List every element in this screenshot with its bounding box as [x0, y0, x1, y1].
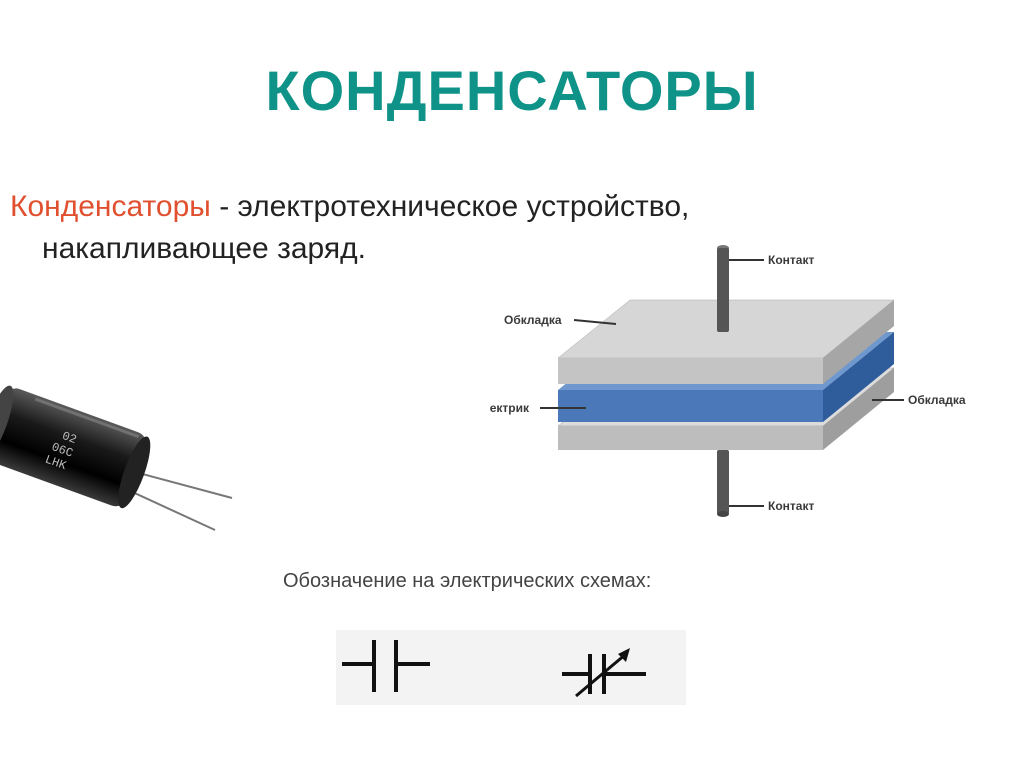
label-contact-bottom: Контакт [768, 499, 814, 513]
capacitor-symbol-icon [342, 640, 430, 692]
photo-marking-1: 02 [60, 429, 78, 447]
label-plate-right: Обкладка [908, 393, 966, 407]
notation-title: Обозначение на электрических схемах: [283, 570, 652, 592]
definition-line2: накапливающее заряд. [42, 232, 366, 265]
definition-text: Конденсаторы - электротехническое устрой… [10, 186, 810, 270]
definition-term: Конденсаторы [10, 190, 211, 223]
bottom-contact [717, 450, 729, 514]
page-title: КОНДЕНСАТОРЫ [265, 59, 759, 122]
circuit-symbols [336, 630, 686, 705]
label-contact-top: Контакт [768, 253, 814, 267]
label-plate-left: Обкладка [504, 313, 562, 327]
variable-capacitor-symbol-icon [562, 648, 646, 698]
capacitor-photo: 02 06C LHK [0, 385, 233, 531]
label-dielectric: Диэлектрик [490, 401, 530, 415]
photo-marking-2: 06C [50, 440, 75, 461]
definition-rest: - электротехническое устройство, [210, 190, 690, 223]
capacitor-structure-diagram: Контакт Обкладка Диэлектрик Обкладка Кон… [490, 245, 966, 517]
